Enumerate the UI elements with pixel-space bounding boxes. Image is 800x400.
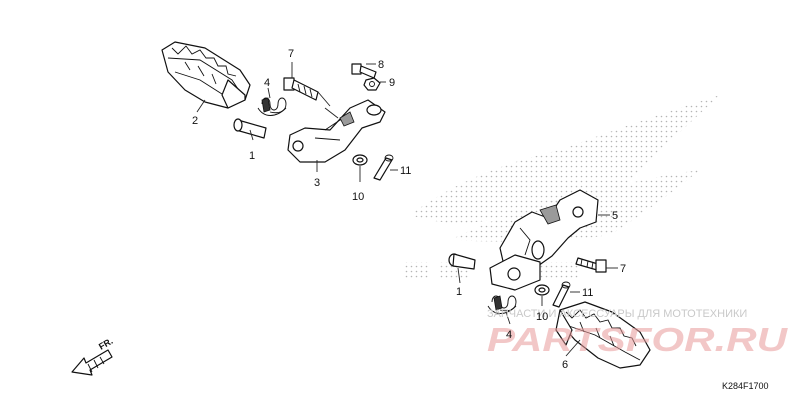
callout-1-top: 1	[249, 150, 255, 162]
footpeg-bottom	[555, 301, 651, 369]
spring-bottom	[487, 295, 517, 314]
watermark-tagline: ЗАПЧАСТИ И АКСЕССУАРЫ ДЛЯ МОТОТЕХНИКИ	[487, 308, 747, 320]
footpeg-top	[161, 41, 251, 109]
diagram-code: K284F1700	[722, 381, 769, 391]
bolt-8	[351, 63, 377, 79]
bracket-top	[287, 99, 386, 163]
callout-3: 3	[314, 177, 320, 189]
pin-top	[233, 118, 267, 139]
callout-1-bottom: 1	[456, 286, 462, 298]
callout-6: 6	[562, 359, 568, 371]
callout-8: 8	[378, 59, 384, 71]
callout-2: 2	[192, 115, 198, 127]
cotter-pin-top	[373, 154, 394, 181]
front-direction-label: FR.	[97, 336, 115, 352]
callout-7-bottom: 7	[620, 263, 626, 275]
callout-7-top: 7	[288, 48, 294, 60]
leaders-bottom	[457, 214, 618, 357]
callout-9: 9	[389, 77, 395, 89]
callout-11-top: 11	[400, 165, 411, 177]
callout-4-bottom: 4	[506, 329, 512, 341]
bolt-top	[283, 77, 319, 101]
bracket-bottom	[489, 189, 599, 291]
front-direction-arrow: FR.	[71, 336, 115, 376]
cotter-pin-bottom	[552, 281, 571, 308]
background-wing-pattern	[405, 95, 720, 278]
callout-4-top: 4	[264, 77, 270, 89]
washer-bottom	[534, 284, 550, 296]
spring-top	[257, 97, 287, 116]
leaders-top	[196, 62, 398, 182]
pin-bottom	[448, 253, 476, 270]
callout-11-bottom: 11	[582, 287, 593, 299]
callout-numbers: 1 2 3 4 7 8 9 10 11 5 7 1 11 10 4 6	[192, 48, 626, 371]
watermark-logo: PARTSFOR.RU	[487, 321, 788, 358]
callout-5: 5	[612, 210, 618, 222]
bolt-bottom	[575, 257, 607, 273]
callout-10-top: 10	[352, 191, 364, 203]
callout-10-bottom: 10	[536, 311, 548, 323]
watermark: ЗАПЧАСТИ И АКСЕССУАРЫ ДЛЯ МОТОТЕХНИКИ PA…	[487, 308, 788, 358]
nut-9	[363, 77, 381, 91]
washer-top	[352, 154, 368, 166]
